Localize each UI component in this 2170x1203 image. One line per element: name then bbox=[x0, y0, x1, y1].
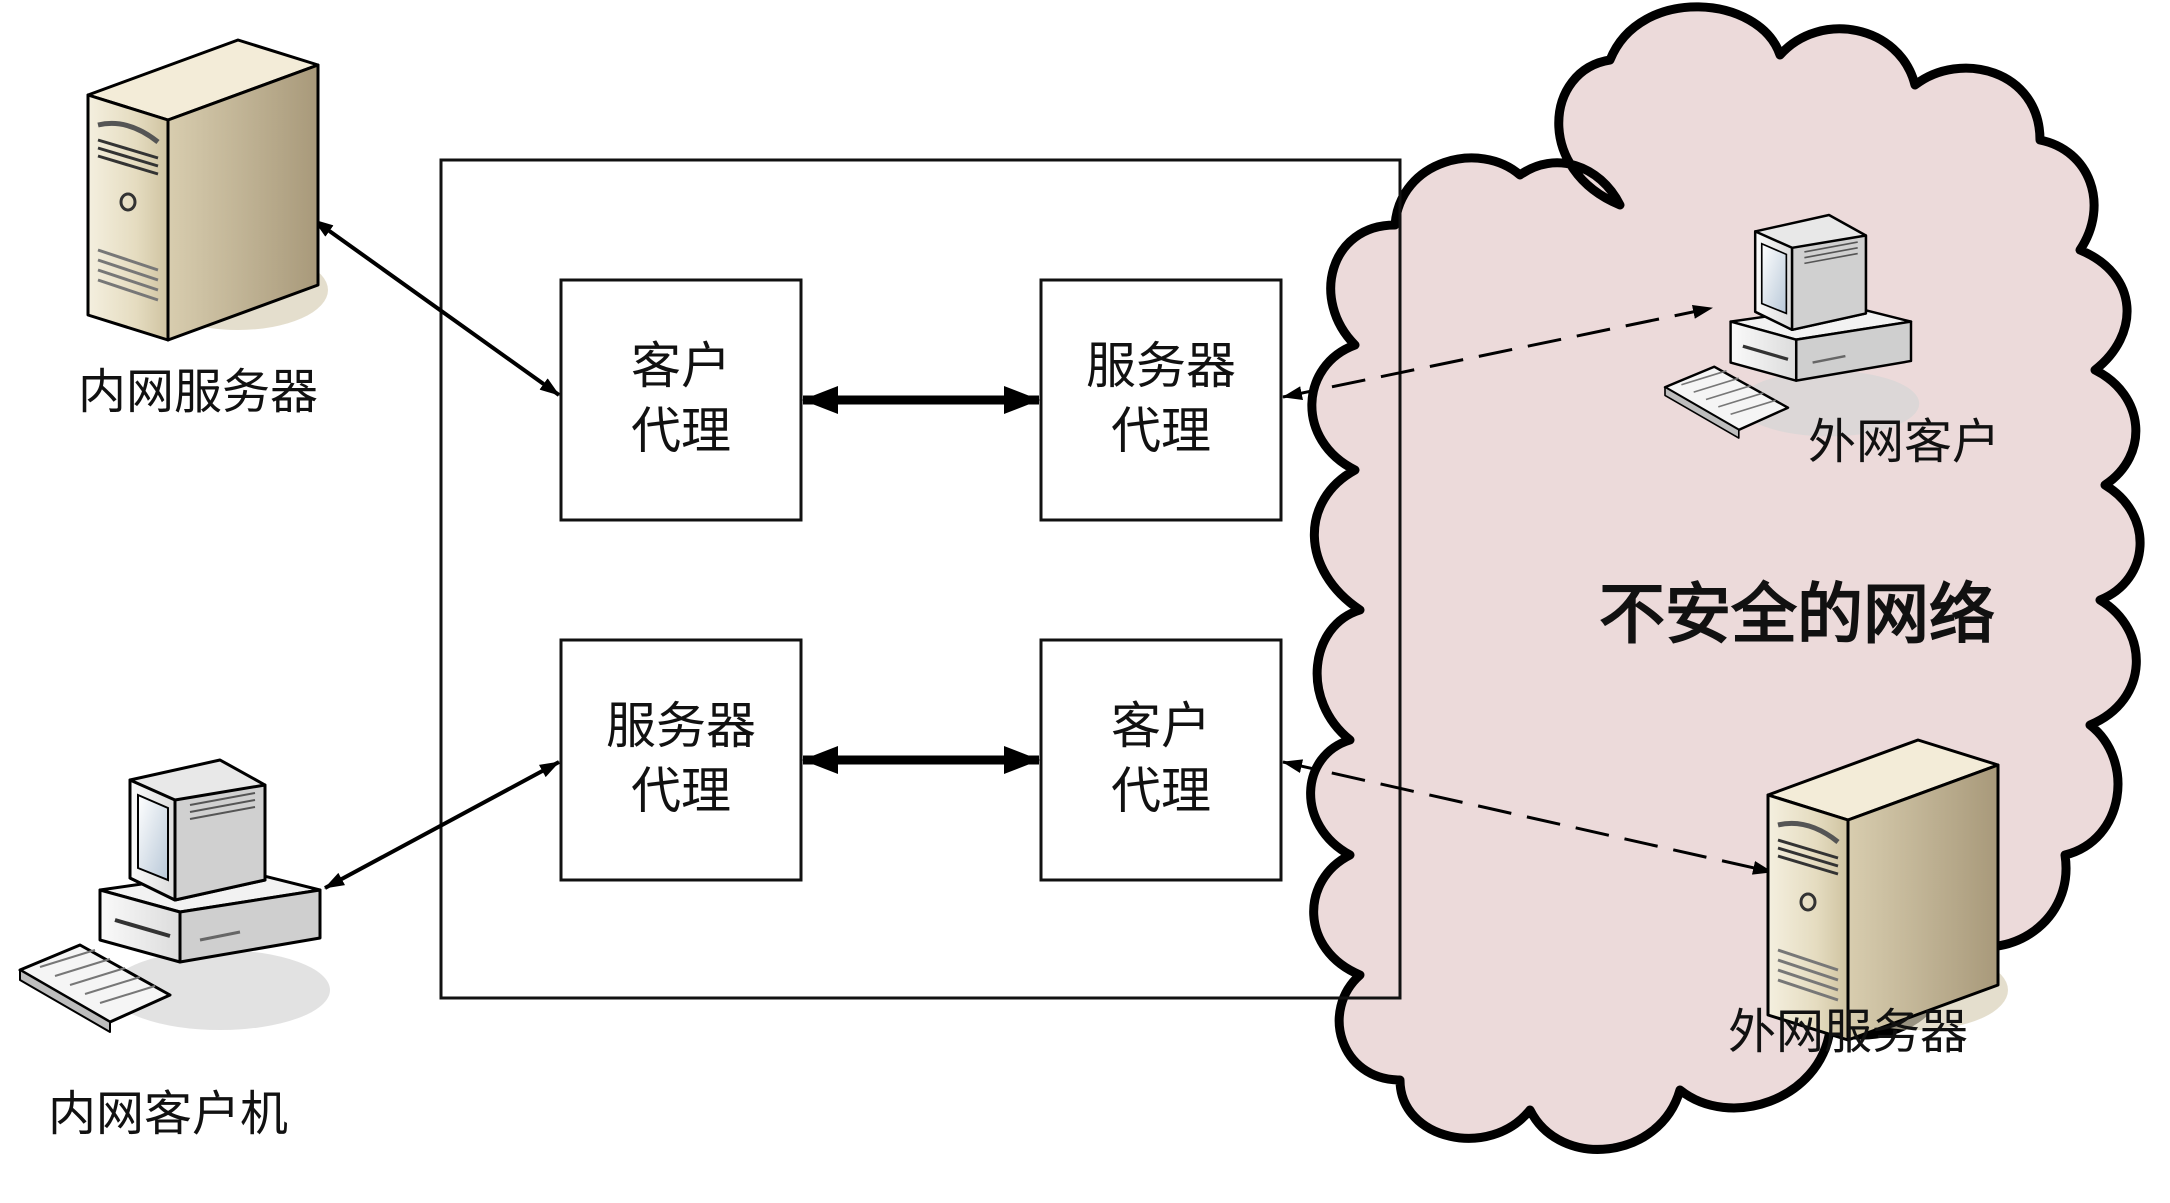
proxy-box-top-left-line1: 客户 bbox=[631, 337, 731, 395]
proxy-box-bottom-left-line1: 服务器 bbox=[606, 697, 756, 755]
proxy-box-top-right-line1: 服务器 bbox=[1086, 337, 1236, 395]
proxy-box-top-right: 服务器 代理 bbox=[1039, 278, 1283, 522]
proxy-box-bottom-left-line2: 代理 bbox=[631, 762, 731, 820]
insecure-network-label: 不安全的网络 bbox=[1599, 575, 1995, 653]
external-client-label: 外网客户 bbox=[1808, 414, 2000, 470]
internal-server-label: 内网服务器 bbox=[78, 364, 318, 420]
internal-client-icon bbox=[18, 758, 332, 1034]
proxy-box-top-left-line2: 代理 bbox=[631, 402, 731, 460]
proxy-box-bottom-left: 服务器 代理 bbox=[559, 638, 803, 882]
arrow-external-server-to-client-proxy bbox=[1282, 759, 1773, 875]
internal-server-icon bbox=[88, 40, 328, 340]
proxy-server-frame bbox=[439, 158, 1402, 1000]
proxy-box-top-right-line2: 代理 bbox=[1111, 402, 1211, 460]
arrow-external-client-to-server-proxy bbox=[1282, 305, 1713, 400]
external-server-label: 外网服务器 bbox=[1728, 1004, 1968, 1060]
proxy-box-bottom-right: 客户 代理 bbox=[1039, 638, 1283, 882]
proxy-box-bottom-right-line2: 代理 bbox=[1111, 762, 1211, 820]
internal-client-label: 内网客户机 bbox=[48, 1086, 288, 1142]
external-server-icon bbox=[1768, 740, 2008, 1040]
proxy-box-bottom-right-line1: 客户 bbox=[1111, 697, 1211, 755]
proxy-box-top-left: 客户 代理 bbox=[559, 278, 803, 522]
arrow-internal-client-to-server-proxy bbox=[324, 760, 560, 890]
arrow-internal-server-to-client-proxy bbox=[312, 218, 561, 397]
